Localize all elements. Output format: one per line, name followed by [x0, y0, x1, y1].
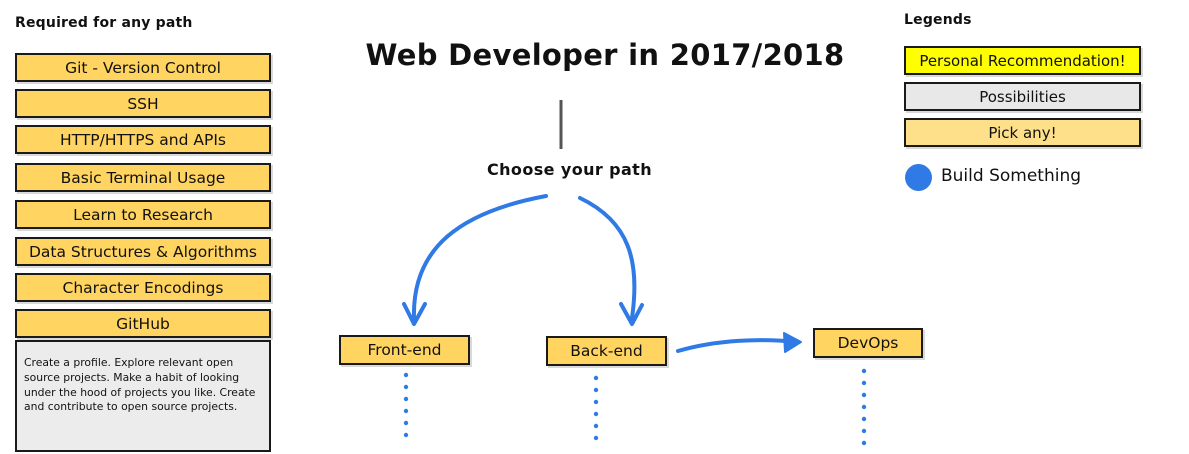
legend-possibilities: Possibilities: [904, 82, 1141, 111]
item-http[interactable]: HTTP/HTTPS and APIs: [15, 125, 271, 154]
item-terminal[interactable]: Basic Terminal Usage: [15, 163, 271, 192]
legend-heading: Legends: [904, 12, 972, 28]
backend-dotted-line: [593, 375, 599, 441]
choose-path-label: Choose your path: [487, 160, 653, 179]
frontend-dotted-line: [403, 372, 409, 438]
item-character-encodings[interactable]: Character Encodings: [15, 273, 271, 302]
backend-node[interactable]: Back-end: [546, 336, 667, 366]
frontend-node[interactable]: Front-end: [339, 335, 470, 365]
build-something-dot-icon: [905, 164, 932, 191]
arrowhead-backend: [619, 302, 644, 326]
legend-personal-recommendation: Personal Recommendation!: [904, 46, 1141, 75]
item-github[interactable]: GitHub: [15, 309, 271, 338]
github-description: Create a profile. Explore relevant open …: [15, 340, 271, 452]
page-title: Web Developer in 2017/2018: [365, 38, 845, 72]
arrowhead-devops: [783, 332, 802, 353]
legend-build-something: Build Something: [941, 166, 1082, 186]
item-ssh[interactable]: SSH: [15, 89, 271, 118]
item-git[interactable]: Git - Version Control: [15, 53, 271, 82]
arrow-backend-to-devops: [676, 338, 800, 353]
legend-pick-any: Pick any!: [904, 118, 1141, 147]
required-heading: Required for any path: [15, 15, 193, 31]
devops-dotted-line: [861, 368, 867, 446]
arrow-to-backend: [578, 196, 637, 320]
item-data-structures[interactable]: Data Structures & Algorithms: [15, 237, 271, 266]
arrow-to-frontend: [411, 194, 548, 320]
item-research[interactable]: Learn to Research: [15, 200, 271, 229]
devops-node[interactable]: DevOps: [813, 328, 923, 358]
arrowhead-frontend: [402, 302, 427, 326]
